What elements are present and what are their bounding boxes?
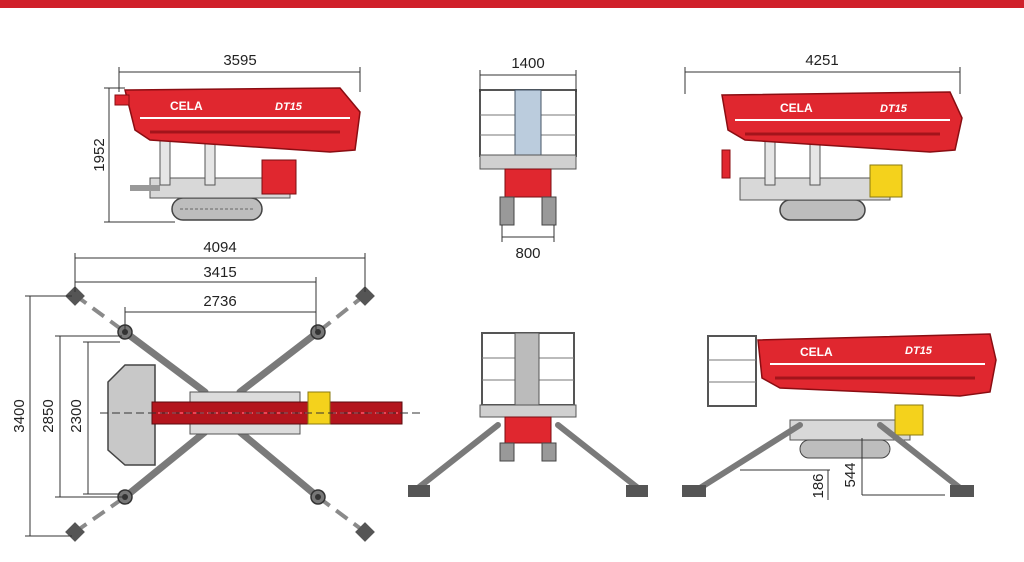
- svg-text:544: 544: [842, 462, 859, 487]
- dim-width-outer: 3400: [11, 295, 72, 537]
- svg-text:4251: 4251: [805, 52, 838, 69]
- svg-text:800: 800: [515, 245, 540, 262]
- dim-side-extended-length: 4251: [684, 52, 961, 94]
- svg-text:3400: 3400: [11, 399, 28, 432]
- svg-text:3595: 3595: [223, 52, 256, 69]
- model-logo-side: DT15: [275, 101, 303, 113]
- dim-extended-length: 4094: [74, 239, 366, 292]
- side-view-stowed: CELA DT15 3595 1952: [91, 52, 361, 223]
- dim-clearance-a: 186: [740, 469, 830, 500]
- dim-front-width: 1400: [479, 55, 577, 92]
- dim-side-height: 1952: [91, 87, 175, 223]
- dim-width-mid: 2850: [40, 335, 122, 498]
- front-view-stowed: 1400 800: [479, 55, 577, 262]
- svg-text:3415: 3415: [203, 264, 236, 281]
- model-logo-extended: DT15: [880, 103, 908, 115]
- top-accent-bar: [0, 0, 1024, 8]
- dim-outrigger-span-mid: 3415: [75, 264, 317, 330]
- dim-track-width: 800: [501, 225, 555, 262]
- svg-text:2300: 2300: [68, 399, 85, 432]
- brand-logo-side: CELA: [170, 99, 203, 113]
- dim-side-length: 3595: [118, 52, 361, 92]
- svg-text:186: 186: [810, 473, 827, 498]
- model-logo-deployed: DT15: [905, 345, 933, 357]
- dim-clearance-b: 544: [842, 438, 945, 496]
- side-view-deployed: CELA DT15 186 544: [682, 333, 997, 500]
- svg-text:2850: 2850: [40, 399, 57, 432]
- brand-logo-deployed: CELA: [800, 345, 833, 359]
- front-view-deployed: [408, 332, 648, 497]
- svg-text:2736: 2736: [203, 293, 236, 310]
- svg-text:1400: 1400: [511, 55, 544, 72]
- top-view-outriggers: 4094 3415 2736 3400 2850: [11, 239, 420, 542]
- dim-width-inner: 2300: [68, 341, 120, 495]
- svg-text:1952: 1952: [91, 138, 108, 171]
- brand-logo-extended: CELA: [780, 101, 813, 115]
- svg-text:4094: 4094: [203, 239, 236, 256]
- side-view-extended: CELA DT15 4251: [684, 52, 963, 221]
- dim-outrigger-span-inner: 2736: [124, 293, 316, 330]
